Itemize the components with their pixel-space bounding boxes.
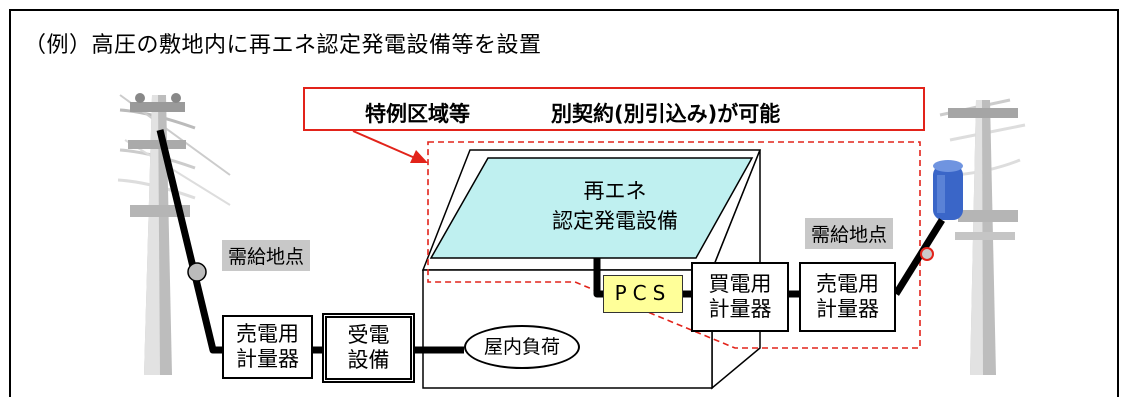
generator-label-line2: 認定発電設備: [552, 209, 678, 233]
supply-point-label-left: 需給地点: [222, 240, 311, 271]
separate-contract-label: 別契約(別引込み)が可能: [551, 102, 781, 126]
supply-point-marker-right: [920, 247, 934, 261]
sell-meter-left-line2: 計量器: [236, 347, 299, 371]
sell-meter-right-line2: 計量器: [816, 297, 879, 321]
pole-transformer-icon: [933, 160, 963, 220]
sell-meter-left-line1: 売電用: [236, 322, 299, 346]
indoor-load-oval: 屋内負荷: [464, 325, 580, 369]
buy-meter-box: 買電用 計量器: [691, 262, 789, 332]
pcs-box: PCS: [603, 275, 683, 313]
sell-meter-right-line1: 売電用: [816, 272, 879, 296]
supply-point-label-right: 需給地点: [805, 218, 894, 249]
special-zone-label: 特例区域等: [365, 102, 470, 126]
example-title: （例）高圧の敷地内に再エネ認定発電設備等を設置: [24, 33, 542, 58]
buy-meter-line2: 計量器: [708, 297, 772, 321]
receiving-equipment-box: 受電 設備: [322, 313, 415, 383]
special-zone-callout: 特例区域等 別契約(別引込み)が可能: [303, 87, 925, 131]
power-wiring: [156, 129, 945, 354]
receiving-equipment-line1: 受電: [347, 323, 390, 347]
generator-label-line1: 再エネ: [583, 179, 647, 203]
sell-meter-right-box: 売電用 計量器: [799, 262, 896, 332]
buy-meter-line1: 買電用: [708, 272, 772, 296]
sell-meter-left-box: 売電用 計量器: [222, 315, 313, 379]
solar-panel-shape: [429, 157, 754, 259]
figure-frame: [9, 9, 1119, 397]
special-zone-dashed-boundary: [427, 141, 921, 349]
receiving-equipment-line2: 設備: [347, 348, 390, 372]
renewable-generator-label: 再エネ 認定発電設備: [520, 176, 710, 236]
right-utility-pole-icon: [939, 98, 1026, 375]
left-utility-pole-icon: [117, 93, 231, 375]
callout-arrow: [352, 130, 428, 163]
supply-point-marker-left: [187, 262, 207, 282]
